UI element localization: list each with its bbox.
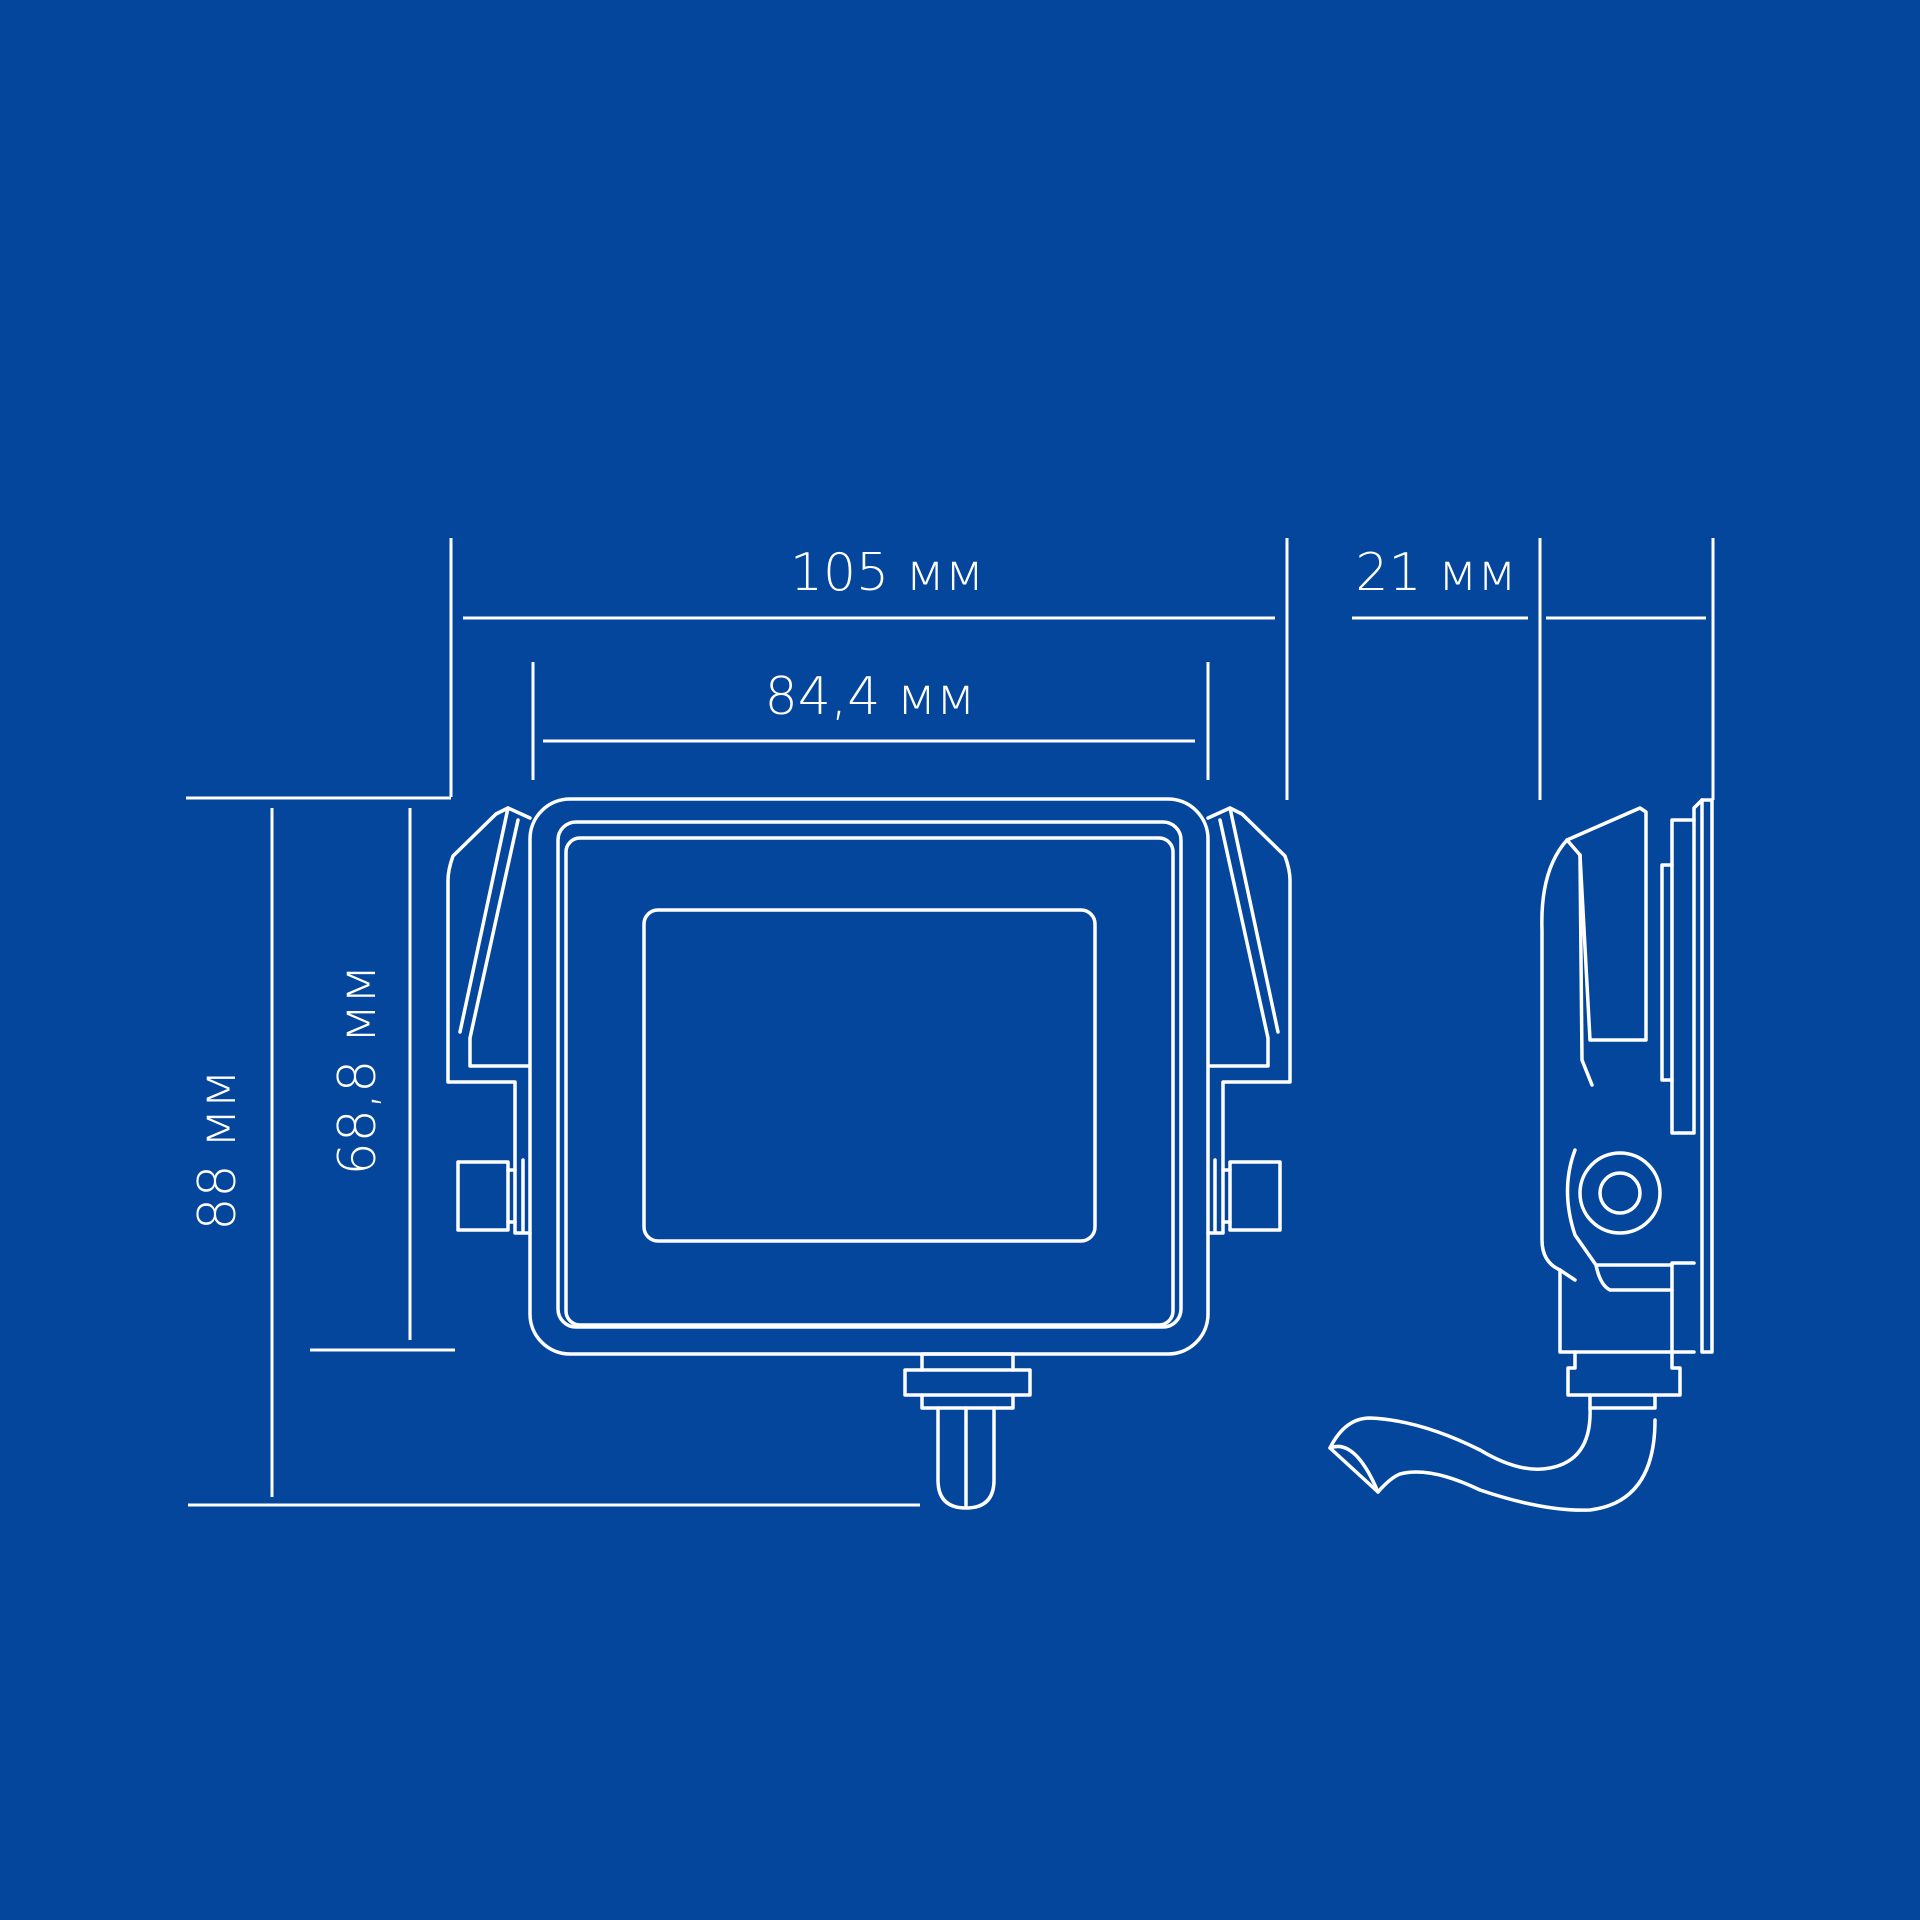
- dimension-depth: 21 мм: [1352, 538, 1715, 800]
- dimension-inner-height: 68,8 мм: [310, 808, 455, 1352]
- side-housing: [1670, 818, 1696, 1135]
- inner-width-label: 84,4 мм: [765, 667, 976, 727]
- overall-height-label: 88 мм: [188, 1069, 248, 1230]
- inner-height-label: 68,8 мм: [328, 965, 388, 1176]
- depth-label: 21 мм: [1355, 543, 1516, 603]
- housing-outer: [528, 797, 1210, 1356]
- lens-panel: [642, 908, 1097, 1243]
- housing-frame-inner: [564, 836, 1175, 1327]
- side-pivot-inner: [1598, 1171, 1642, 1215]
- side-bracket: [1565, 806, 1648, 1042]
- dimension-overall-height: 88 мм: [186, 796, 920, 1507]
- right-bracket: [1206, 806, 1292, 1235]
- dimension-overall-width: 105 мм: [449, 538, 1289, 800]
- cable-gland: [903, 1352, 1032, 1510]
- overall-width-label: 105 мм: [790, 543, 984, 603]
- side-pivot-outer: [1578, 1151, 1662, 1235]
- dimension-inner-width: 84,4 мм: [531, 662, 1210, 780]
- side-front-plate: [1700, 798, 1714, 1354]
- floodlight-side-view: [1328, 798, 1714, 1512]
- left-bracket: [446, 806, 532, 1235]
- side-cable: [1328, 1406, 1657, 1512]
- housing-frame: [556, 820, 1183, 1329]
- floodlight-front-view: [446, 797, 1292, 1510]
